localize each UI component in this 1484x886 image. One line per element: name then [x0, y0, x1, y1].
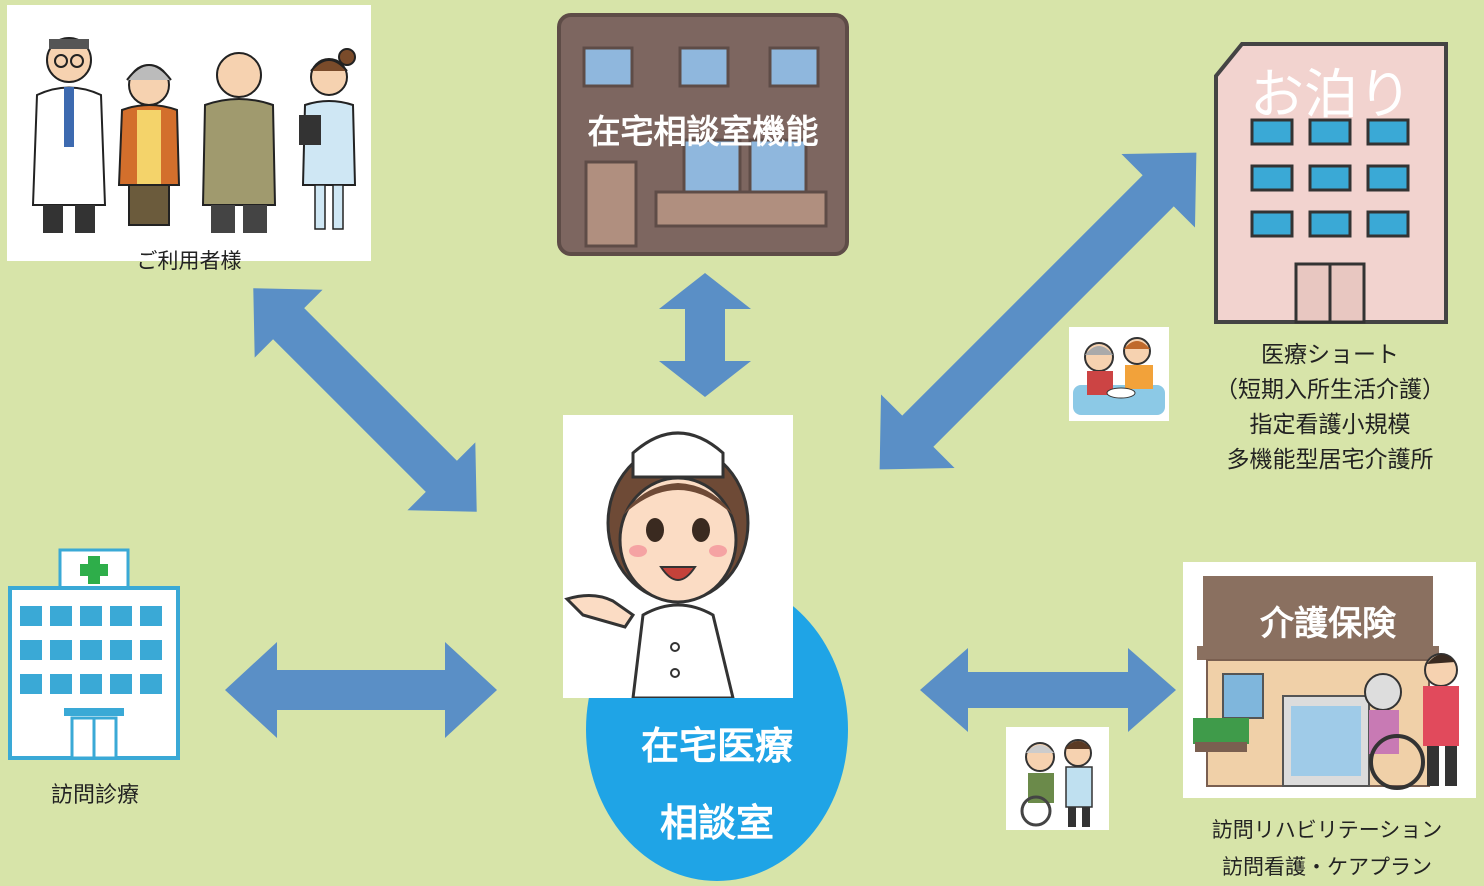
stay-line-1: 医療ショート: [1261, 342, 1399, 368]
stay-services-text: 医療ショート （短期入所生活介護） 指定看護小規模 多機能型居宅介護所: [1180, 338, 1480, 478]
consult-function-label: 在宅相談室機能: [587, 112, 819, 151]
arrow-stay-center: [879, 152, 1197, 470]
nurse-illustration: [564, 431, 750, 700]
nurse-card: [563, 415, 793, 700]
arrow-users-center: [253, 288, 477, 512]
stay-banner: お泊り: [1250, 63, 1412, 126]
care-facility-illustration: [1193, 576, 1459, 790]
meal-care-picture: [1069, 327, 1169, 421]
care-insurance-card: 介護保険: [1183, 562, 1476, 798]
consult-building-icon: [557, 13, 849, 256]
arrow-consult-center: [659, 273, 751, 397]
care-line-1: 訪問リハビリテーション: [1211, 818, 1443, 842]
meal-care-illustration: [1073, 337, 1165, 415]
hospital-icon: [8, 548, 180, 760]
stay-line-4: 多機能型居宅介護所: [1226, 447, 1434, 473]
stay-line-3: 指定看護小規模: [1249, 412, 1411, 438]
center-title-line2: 相談室: [659, 801, 774, 845]
stay-line-2: （短期入所生活介護）: [1215, 377, 1445, 403]
consult-building: 在宅相談室機能: [556, 12, 850, 257]
care-services-text: 訪問リハビリテーション 訪問看護・ケアプラン: [1170, 812, 1484, 886]
wheelchair-care-picture: [1006, 727, 1109, 830]
people-illustration: [31, 37, 357, 233]
users-illustration-card: ご利用者様: [7, 5, 371, 273]
users-label: ご利用者様: [136, 249, 242, 273]
arrow-clinic-center: [225, 642, 497, 738]
care-line-2: 訪問看護・ケアプラン: [1222, 855, 1432, 879]
center-title-line1: 在宅医療: [640, 724, 793, 768]
wheelchair-care-illustration: [1020, 739, 1093, 827]
clinic-label: 訪問診療: [50, 783, 139, 808]
care-banner: 介護保険: [1260, 604, 1396, 644]
arrow-care-center: [920, 648, 1176, 732]
stay-building: お泊り: [1212, 42, 1450, 324]
hotel-building-icon: [1214, 42, 1448, 324]
clinic-building: [8, 548, 180, 760]
